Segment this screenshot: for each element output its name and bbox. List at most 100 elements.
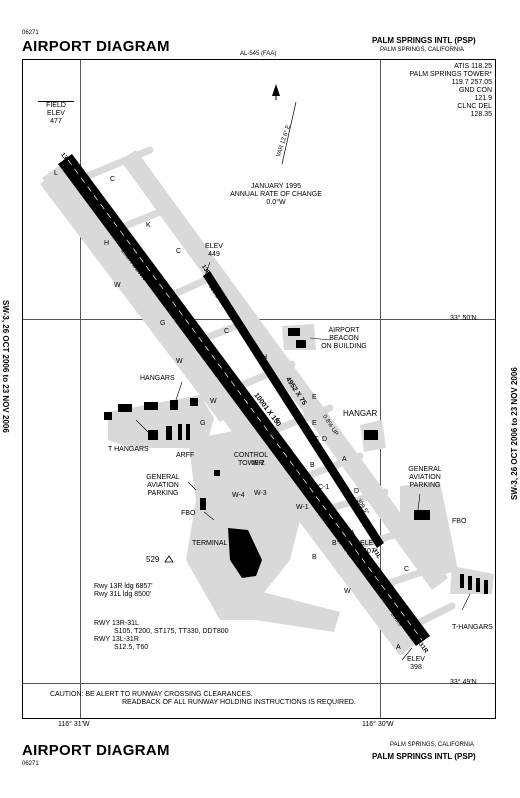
taxiway-w4: W-4 (232, 492, 245, 499)
ga-right-l2: AVIATION (409, 474, 441, 481)
spot-elevation-icon (164, 555, 174, 563)
taxiway-l-1: L (54, 170, 58, 177)
taxiway-f: F (276, 418, 281, 425)
elev-398-label: ELEV (407, 656, 425, 663)
field-elev-block: FIELD ELEV 477 (38, 101, 74, 126)
airport-name: PALM SPRINGS INTL (PSP) (372, 36, 476, 45)
freq-atis: ATIS 118.25 (454, 63, 492, 70)
label-fbo-right: FBO (452, 518, 467, 525)
ga-right-l1: GENERAL (408, 466, 442, 473)
margin-right-validity: SW-3, 26 OCT 2006 to 23 NOV 2006 (510, 367, 519, 500)
elev-449-value: 449 (208, 251, 220, 258)
footer-title: AIRPORT DIAGRAM (22, 742, 170, 759)
freq-clnc: 128.35 (470, 111, 492, 118)
label-arff: ARFF (176, 452, 195, 459)
beacon-l1: AIRPORT (328, 327, 360, 334)
chart-code: 06271 (22, 30, 39, 36)
taxiway-a-2: A (350, 530, 355, 537)
label-t-hangars-right: T-HANGARS (452, 624, 493, 631)
footer-code: 06271 (22, 761, 39, 767)
spot-elevation-529: 529 (146, 555, 160, 564)
label-airport-beacon: AIRPORT BEACON ON BUILDING (318, 327, 370, 351)
landing-distance-31l: Rwy 31L ldg 8500' (94, 591, 152, 598)
elev-449-label: ELEV (205, 243, 223, 250)
taxiway-w-5: W (344, 588, 351, 595)
taxiway-e-2: E (312, 420, 317, 427)
freq-gnd: 121.9 (474, 95, 492, 102)
frame-right (495, 59, 496, 719)
landing-distances: Rwy 13R ldg 6857' Rwy 31L ldg 8500' (94, 583, 153, 599)
lon-right: 116° 30'W (362, 721, 394, 728)
freq-clnc-label: CLNC DEL (457, 103, 492, 110)
faa-id: AL-545 (FAA) (240, 51, 277, 57)
beacon-l3: ON BUILDING (321, 343, 367, 350)
caution-line2: READBACK OF ALL RUNWAY HOLDING INSTRUCTI… (122, 699, 356, 706)
label-t-hangars-left: T HANGARS (108, 446, 149, 453)
taxiway-g-2: G (200, 420, 206, 427)
margin-left-validity: SW-3, 26 OCT 2006 to 23 NOV 2006 (1, 300, 10, 433)
taxiway-w-2: W (176, 358, 183, 365)
freq-tower-label: PALM SPRINGS TOWER* (409, 71, 492, 78)
variation-date: JANUARY 1995 (251, 183, 301, 190)
label-ga-parking-right: GENERAL AVIATION PARKING (400, 466, 450, 490)
label-terminal: TERMINAL (192, 540, 228, 547)
taxiway-c-1: C (110, 176, 116, 183)
beacon-l2: BEACON (329, 335, 359, 342)
taxiway-b-3: B (312, 554, 317, 561)
elev-407-label: ELEV (360, 540, 378, 547)
taxiway-c-3: C (224, 328, 230, 335)
ga-left-l2: AVIATION (147, 482, 179, 489)
variation-label: ANNUAL RATE OF CHANGE (230, 191, 322, 198)
taxiway-c-2: C (176, 248, 182, 255)
label-control-tower: CONTROL TOWER (224, 452, 278, 468)
frequency-block: ATIS 118.25 PALM SPRINGS TOWER* 119.7 25… (372, 63, 492, 119)
elev-449: ELEV 449 (202, 243, 226, 259)
runway-13l-31r (58, 154, 430, 646)
buildings (104, 328, 488, 594)
taxiway-w3: W-3 (254, 490, 267, 497)
taxiway-a-3: A (396, 644, 401, 651)
leaders (135, 261, 471, 661)
control-tower-l1: CONTROL (233, 452, 269, 459)
magnetic-north-line (281, 101, 297, 165)
taxiway-h-2: H (262, 354, 268, 361)
taxiway-w2: W-2 (252, 460, 265, 467)
elev-398-value: 398 (410, 664, 422, 671)
lon-line-left (80, 60, 81, 718)
frame-top (22, 59, 496, 60)
runway-strengths: RWY 13R-31L S105, T200, ST175, TT330, DD… (94, 620, 229, 652)
runway-13r-31l (203, 271, 384, 548)
frame-left (22, 59, 23, 719)
taxiway-c1: C-1 (318, 484, 330, 491)
taxiway-b-2: B (332, 540, 337, 547)
lat-top: 33° 50'N (450, 315, 477, 322)
taxiway-h-1: H (104, 240, 110, 247)
label-fbo-left: FBO (181, 510, 196, 517)
frame-bottom (22, 718, 496, 719)
taxiway-e-1: E (312, 394, 317, 401)
taxiway-d-1: D (322, 436, 328, 443)
label-ga-parking-left: GENERAL AVIATION PARKING (138, 474, 188, 498)
variation-block: JANUARY 1995 ANNUAL RATE OF CHANGE 0.0°W (226, 183, 326, 207)
strength-rwy2-values: S12.5, T60 (114, 644, 149, 651)
taxiway-w1: W-1 (296, 504, 309, 511)
elev-407-value: 407 (363, 548, 375, 555)
page-title: AIRPORT DIAGRAM (22, 38, 170, 55)
landing-distance-13r: Rwy 13R ldg 6857' (94, 583, 153, 590)
taxiway-w-3: W (210, 398, 217, 405)
freq-gnd-label: GND CON (458, 87, 492, 94)
taxiway-c-5: C (404, 566, 410, 573)
north-arrow-icon (272, 84, 280, 96)
elev-407: ELEV 407 (357, 540, 381, 556)
footer-airport-name: PALM SPRINGS INTL (PSP) (372, 752, 476, 761)
footer-city: PALM SPRINGS, CALIFORNIA (390, 742, 474, 748)
ga-right-l3: PARKING (409, 482, 441, 489)
ga-left-l1: GENERAL (146, 474, 180, 481)
lon-left: 116° 31'W (58, 721, 90, 728)
taxiway-k: K (146, 222, 151, 229)
strength-rwy2-label: RWY 13L-31R (94, 636, 139, 643)
variation-rate: 0.0°W (266, 199, 286, 206)
strength-rwy1-label: RWY 13R-31L (94, 620, 139, 627)
caution-line1: CAUTION: BE ALERT TO RUNWAY CROSSING CLE… (50, 691, 253, 698)
